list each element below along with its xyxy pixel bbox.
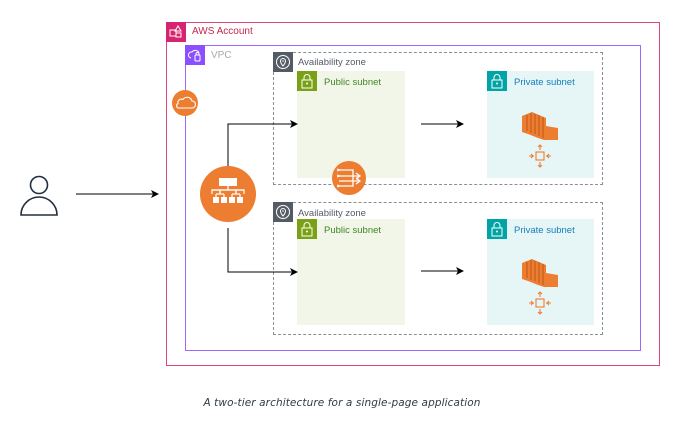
lock-icon	[487, 219, 507, 239]
auto-scaling-icon	[529, 291, 551, 315]
private-subnet-label: Private subnet	[514, 225, 575, 236]
availability-zone-icon	[273, 202, 293, 222]
vpc-icon	[185, 45, 205, 65]
cloud-icon	[172, 90, 198, 116]
vpc-label: VPC	[211, 50, 232, 61]
alb-to-public-subnet-1-arrow	[227, 120, 298, 180]
auto-scaling-icon	[529, 144, 551, 168]
public-subnet-label: Public subnet	[324, 77, 382, 88]
lock-icon	[297, 71, 317, 91]
alb-to-public-subnet-2-arrow	[227, 228, 298, 276]
application-load-balancer-icon	[200, 166, 256, 222]
lock-icon	[487, 71, 507, 91]
ec2-instances-icon	[522, 112, 558, 140]
vpc-group	[185, 45, 641, 351]
availability-zone-label: Availability zone	[298, 57, 366, 68]
ec2-instances-icon	[522, 259, 558, 287]
aws-account-label: AWS Account	[192, 26, 253, 37]
aws-account-icon	[166, 22, 186, 42]
availability-zone-2	[273, 202, 603, 335]
availability-zone-label: Availability zone	[298, 208, 366, 219]
availability-zone-icon	[273, 52, 293, 72]
nat-gateway-icon	[332, 161, 366, 195]
lock-icon	[297, 219, 317, 239]
user-icon	[20, 175, 58, 216]
public-subnet-label: Public subnet	[324, 225, 382, 236]
private-subnet-label: Private subnet	[514, 77, 575, 88]
aws-account-group	[166, 22, 660, 366]
diagram-caption: A two-tier architecture for a single-pag…	[203, 397, 481, 409]
availability-zone-1	[273, 52, 603, 185]
